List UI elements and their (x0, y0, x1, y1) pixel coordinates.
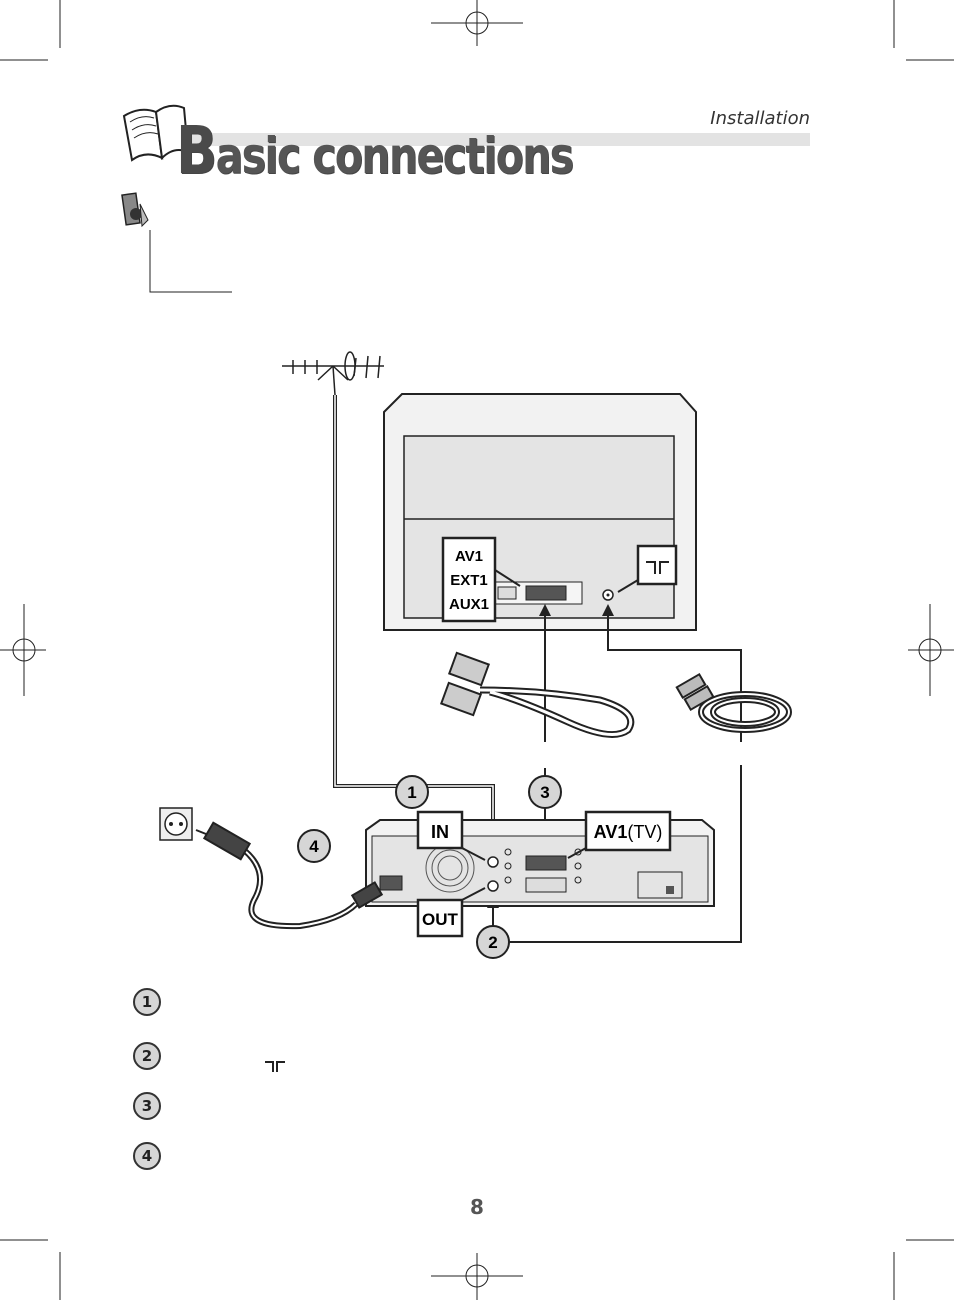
tv-antenna-label-box (617, 544, 678, 593)
diagram-callout-4: 4 (297, 829, 331, 863)
svg-text:2: 2 (488, 933, 497, 952)
legend-antenna-socket-icon (265, 1061, 285, 1072)
power-cord-icon (195, 821, 384, 930)
svg-text:AV1(TV): AV1(TV) (594, 822, 663, 842)
vcr-out-label-box: OUT (416, 887, 486, 938)
tv-scart-label-aux1: AUX1 (449, 596, 489, 613)
registration-mark-right (908, 604, 954, 696)
svg-text:4: 4 (309, 837, 319, 856)
vcr-av1-label-box: AV1(TV) (567, 810, 672, 859)
diagram-callout-2: 2 (476, 925, 510, 959)
registration-mark-top (431, 0, 523, 46)
book-icon (122, 104, 190, 162)
diagram-callout-3: 3 (528, 775, 562, 809)
section-label: Installation (710, 108, 810, 129)
legend-marker-3: 3 (133, 1092, 161, 1120)
tv-scart-label-box: AV1 EXT1 AUX1 (441, 536, 521, 623)
header-rule (180, 133, 810, 146)
legend-marker-4: 4 (133, 1142, 161, 1170)
vcr-in-label-box: IN (416, 810, 486, 861)
diagram-callout-1: 1 (395, 775, 429, 809)
vcr-in-label: IN (431, 822, 449, 842)
registration-mark-left (0, 604, 46, 696)
vcr-out-label: OUT (422, 910, 459, 929)
tv-scart-label-av1: AV1 (455, 548, 483, 565)
vcr-av1-suffix: (TV) (627, 822, 662, 842)
wall-socket-icon (159, 807, 193, 841)
pencil-note-icon (121, 192, 149, 228)
tv-rear-panel (383, 393, 697, 631)
note-bracket (121, 192, 232, 293)
page-title: Basic connections (176, 112, 574, 189)
svg-text:3: 3 (540, 783, 549, 802)
tv-scart-label-ext1: EXT1 (450, 572, 488, 589)
page-number: 8 (470, 1195, 484, 1219)
registration-mark-bottom (431, 1253, 523, 1300)
vcr-av1-label: AV1 (594, 822, 628, 842)
legend-marker-2: 2 (133, 1042, 161, 1070)
connection-diagram: AV1 EXT1 AUX1 (159, 351, 792, 959)
svg-text:1: 1 (407, 783, 416, 802)
legend-marker-1: 1 (133, 988, 161, 1016)
scart-cable-icon (439, 651, 635, 738)
antenna-icon (282, 351, 384, 396)
coaxial-cable-icon (675, 672, 792, 733)
